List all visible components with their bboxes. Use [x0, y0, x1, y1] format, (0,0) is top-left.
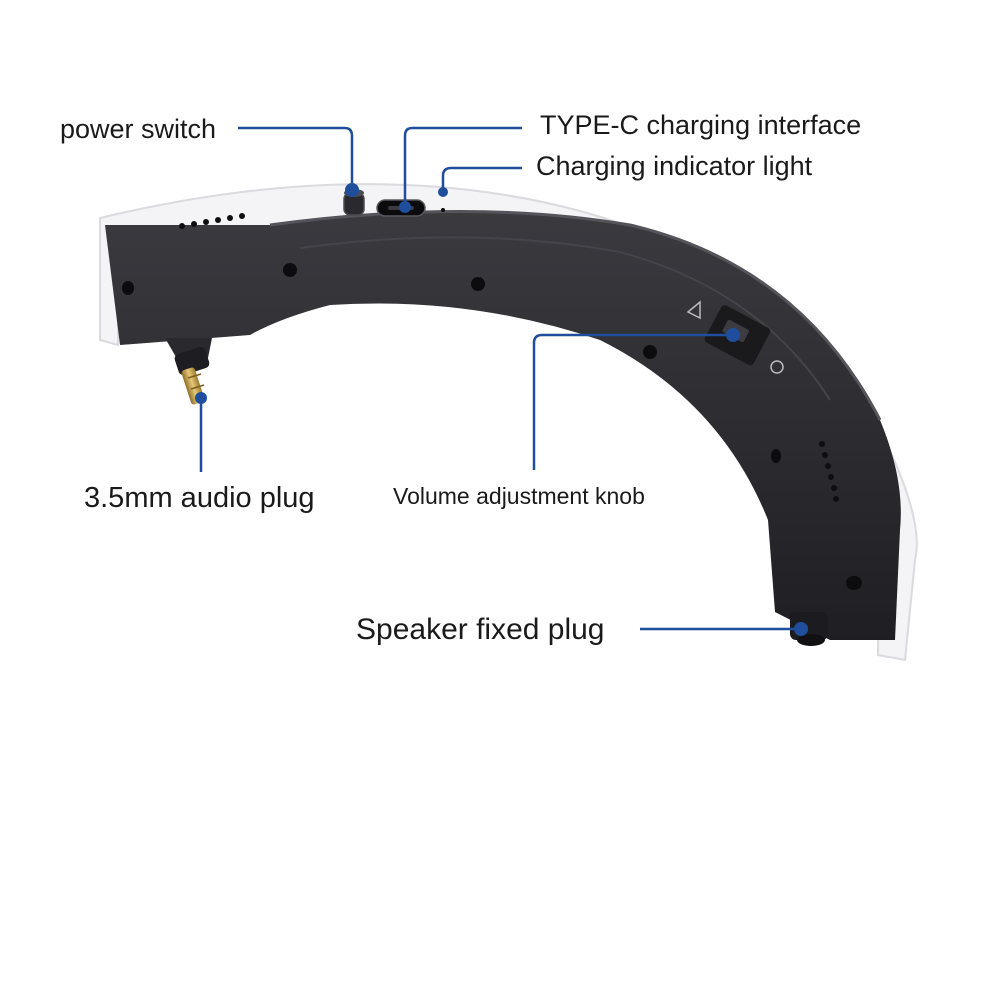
callout-line-charging: [441, 166, 522, 193]
callout-dot-speaker: [794, 622, 808, 636]
callout-dot-audio: [195, 392, 207, 404]
label-power-switch: power switch: [60, 114, 217, 144]
callout-dot-type-c: [399, 201, 411, 213]
band-inner-groove: [299, 236, 831, 401]
label-audio-plug: 3.5mm audio plug: [84, 482, 315, 514]
callout-line-volume: [532, 333, 733, 470]
label-volume-knob: Volume adjustment knob: [393, 483, 645, 509]
right-speaker-grille: [819, 441, 839, 502]
label-speaker-plug: Speaker fixed plug: [356, 613, 605, 646]
callout-lines: [199, 126, 800, 631]
screw-holes: [122, 263, 862, 590]
band-body: [105, 211, 901, 640]
left-speaker-grille: [179, 213, 245, 229]
callout-dot-volume: [726, 328, 740, 342]
label-type-c-interface: TYPE-C charging interface: [540, 110, 862, 140]
charging-indicator-dot: [441, 208, 445, 212]
label-charging-indicator: Charging indicator light: [536, 151, 813, 181]
callout-dot-charging: [438, 187, 448, 197]
callout-line-type-c: [403, 126, 522, 205]
callout-line-power: [238, 126, 354, 190]
callout-dots: [195, 183, 808, 636]
callout-dot-power: [345, 183, 359, 197]
